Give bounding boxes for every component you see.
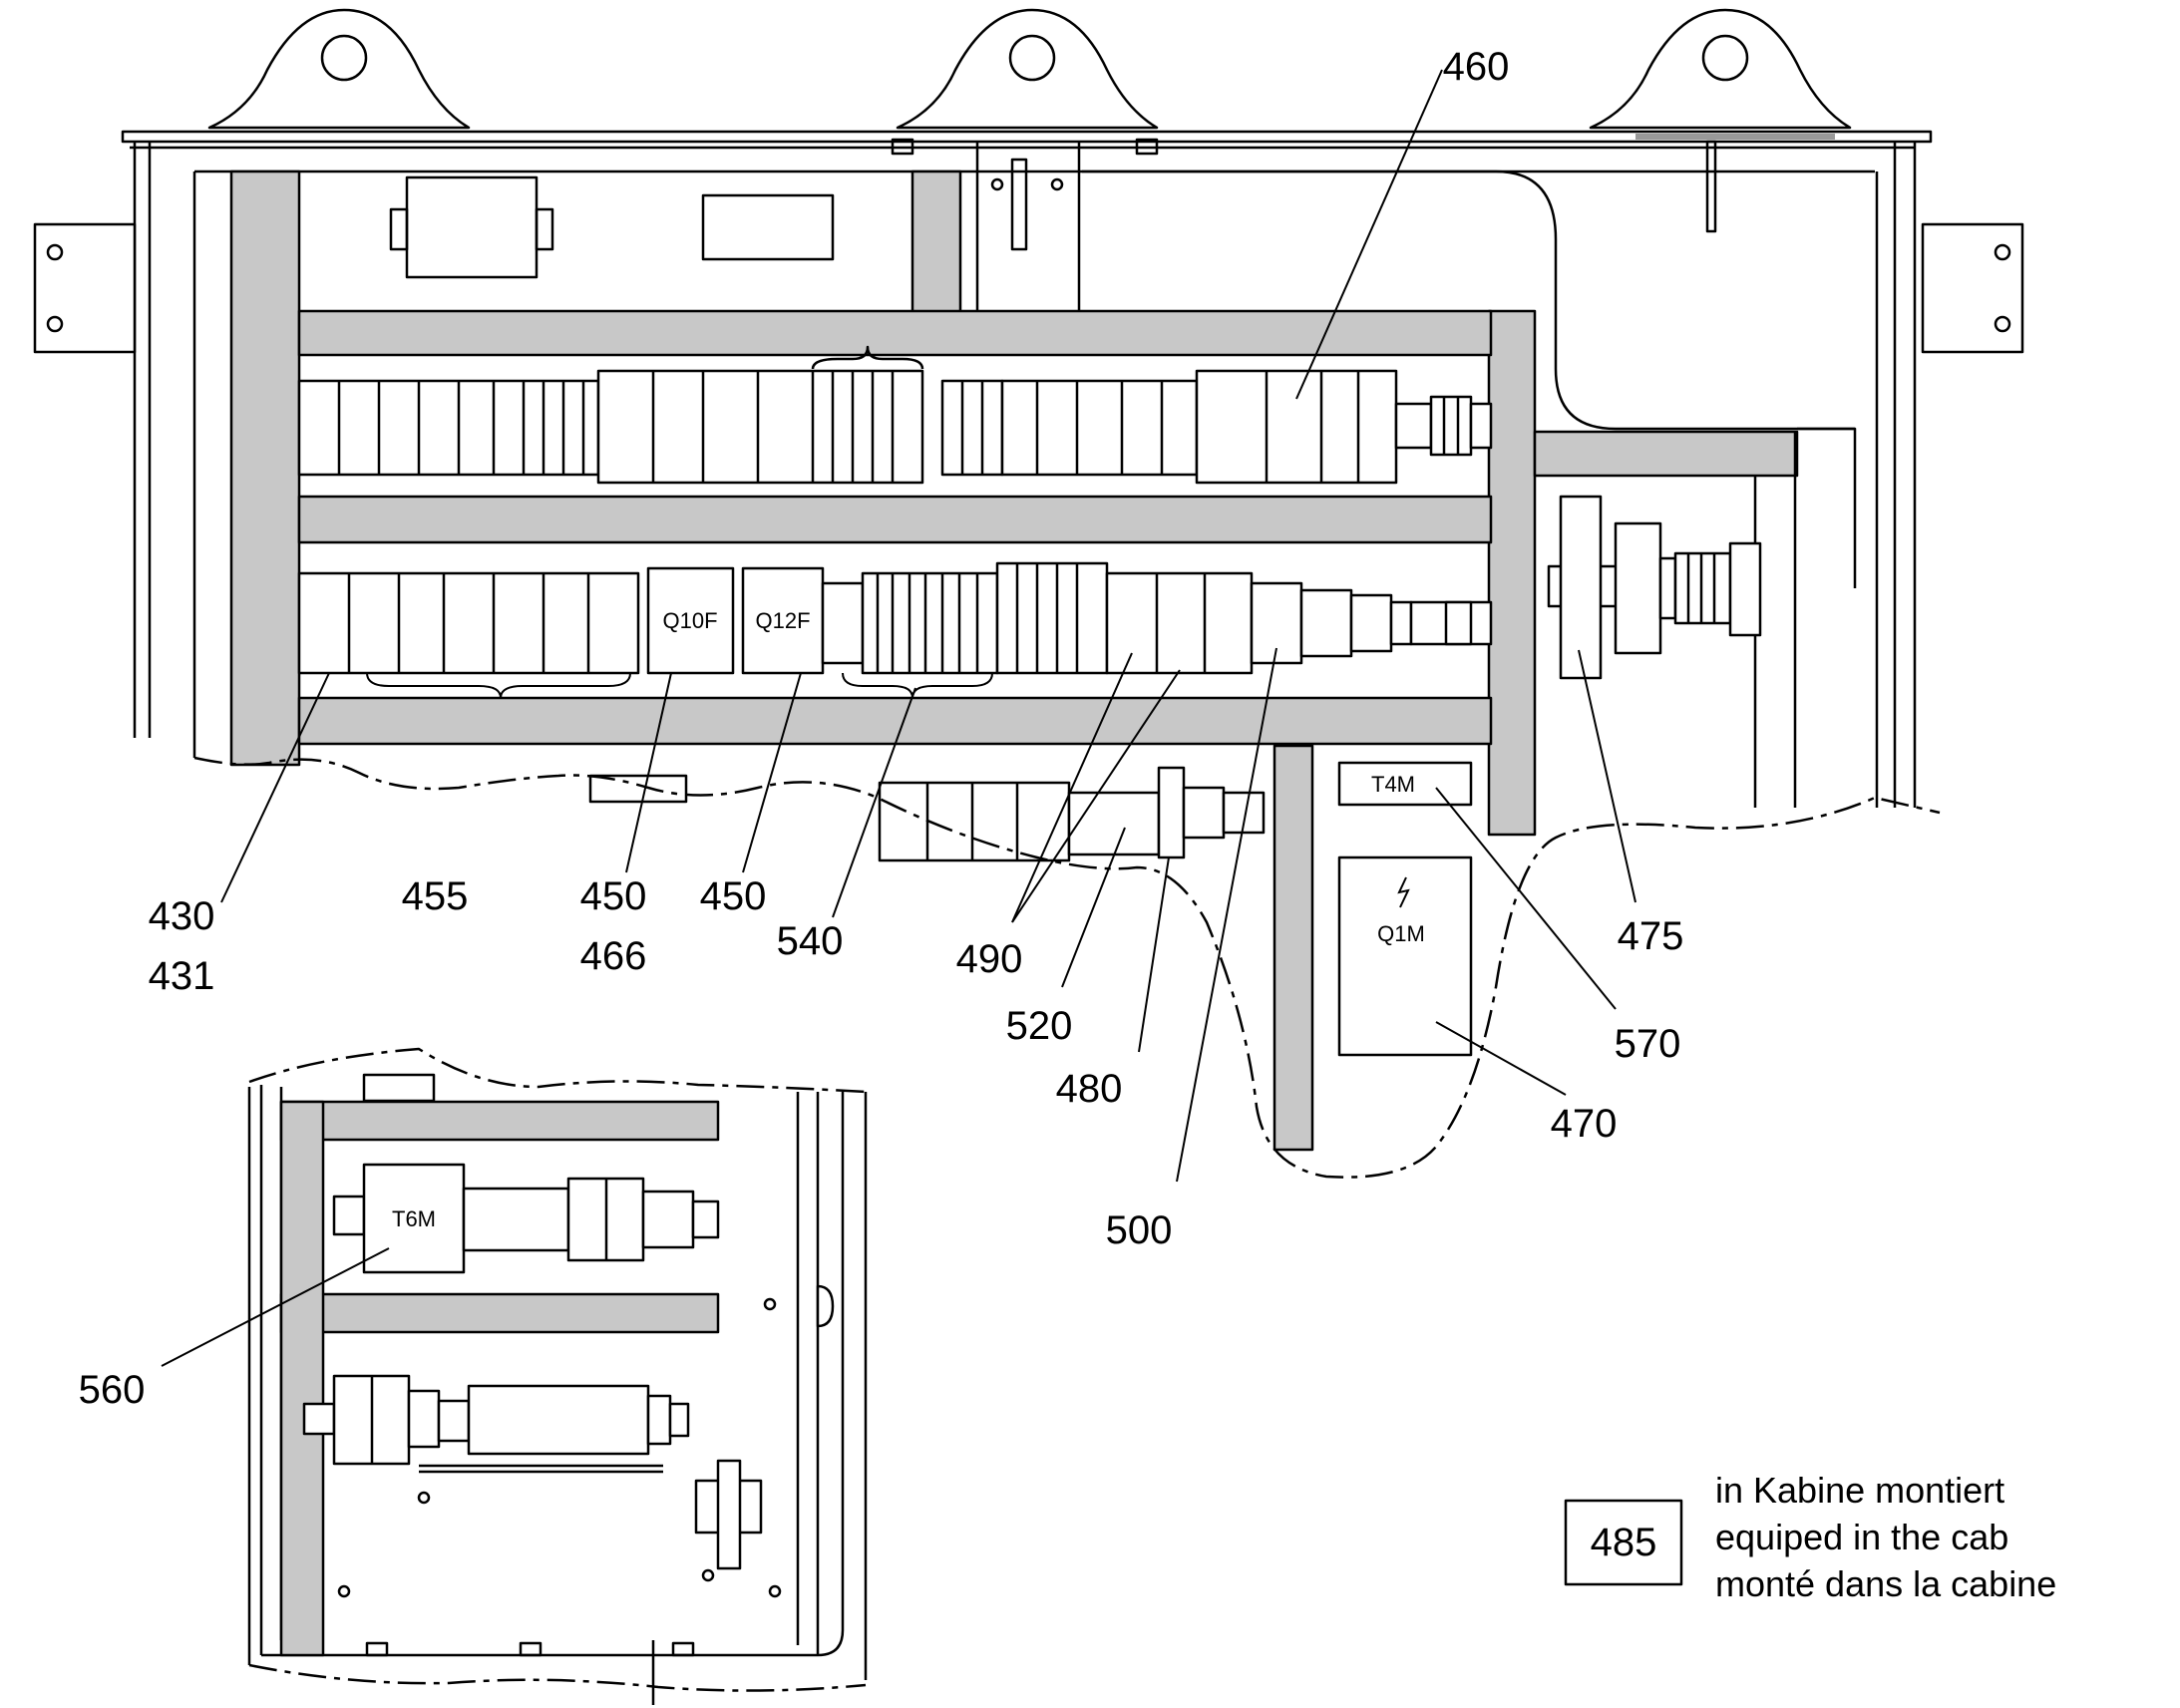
main-cabinet [33,8,2024,1179]
bracket-right [1921,222,2024,354]
callout-520: 520 [1006,1004,1073,1048]
tag-q10f: Q10F [662,608,717,633]
q10f-device [646,566,735,675]
callout-480: 480 [1056,1067,1123,1111]
tag-t6m: T6M [392,1206,436,1231]
legend-box [1564,1499,1683,1586]
callout-430: 430 [149,894,215,938]
legend-line-fr: monté dans la cabine [1715,1563,2056,1604]
right-side-devices [1547,495,1762,680]
callout-475: 475 [1618,914,1684,958]
t4m-device [1337,761,1473,807]
callout-570: 570 [1615,1022,1681,1066]
callout-466: 466 [580,934,647,978]
callout-490: 490 [956,937,1023,981]
callout-450-q10f: 450 [580,874,647,918]
callout-560: 560 [79,1368,146,1412]
lifting-eye-left [207,8,471,130]
callout-540: 540 [777,919,844,963]
callout-460: 460 [1443,45,1510,89]
inset-cabinet [247,1047,868,1705]
callout-450-q12f: 450 [700,874,767,918]
legend-line-en: equiped in the cab [1715,1517,2008,1557]
q1m-device [1337,855,1473,1057]
callout-470: 470 [1551,1102,1618,1146]
lifting-eye-middle [896,8,1159,130]
legend-line-de: in Kabine montiert [1715,1470,2004,1511]
bracket-left [33,222,137,354]
leader-lines [161,69,1636,1367]
lifting-eye-right [1589,8,1852,130]
lower-rail-terminals [297,561,1493,675]
tag-q1m: Q1M [1377,921,1425,946]
callout-431: 431 [149,954,215,998]
tag-q12f: Q12F [755,608,810,633]
upper-rail-terminals [297,345,1493,485]
callout-500: 500 [1106,1208,1173,1252]
q12f-device [741,566,825,675]
lightning-bolt-icon [1397,876,1410,908]
legend-number: 485 [1591,1521,1657,1564]
callout-455: 455 [402,874,469,918]
tag-t4m: T4M [1371,772,1415,797]
